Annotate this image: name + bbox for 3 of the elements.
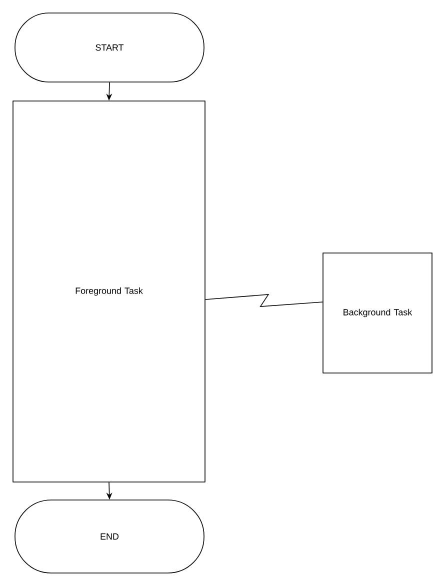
lightning-connector	[205, 294, 323, 307]
process-box: Background Task	[322, 252, 432, 374]
process-box: Foreground Task	[12, 100, 206, 482]
